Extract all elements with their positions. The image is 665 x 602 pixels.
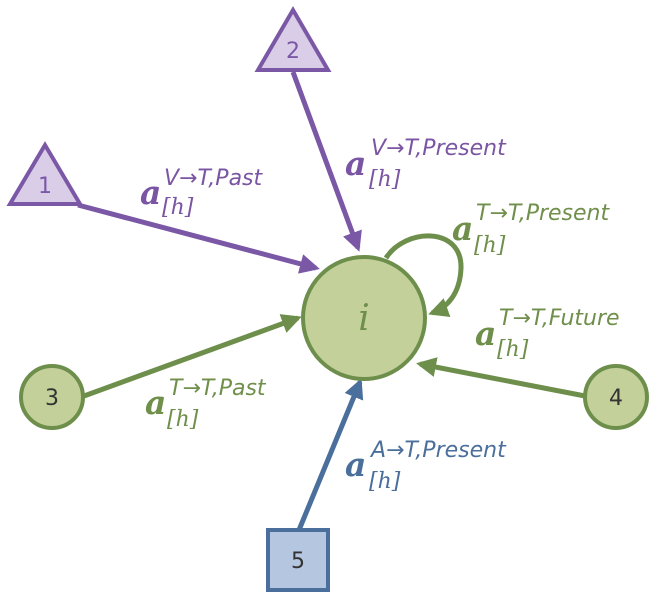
edge-label-self-sub: [h] — [474, 233, 506, 258]
edge-label-3-main: a — [145, 383, 166, 422]
node-3-circle — [19, 364, 85, 430]
edge-label-4-sup: T→T,Future — [499, 306, 620, 331]
edge-label-4-main: a — [475, 314, 496, 353]
edge-4-to-i — [416, 357, 586, 399]
edge-label-3: a T→T,Past [h] — [145, 376, 267, 432]
node-5-label: 5 — [291, 549, 305, 574]
edge-5-to-i — [296, 378, 364, 531]
node-1-label: 1 — [38, 174, 52, 199]
edge-label-3-sub: [h] — [167, 407, 199, 432]
node-5-square — [266, 528, 330, 592]
edge-2-to-i — [290, 71, 362, 252]
edge-label-1-sup: V→T,Past — [164, 166, 264, 191]
node-4-label: 4 — [609, 386, 623, 411]
edge-label-4-sub: [h] — [497, 337, 529, 362]
edge-label-1-main: a — [140, 173, 161, 212]
node-4-circle — [583, 364, 649, 430]
edge-label-self-main: a — [452, 209, 473, 248]
edge-label-2-sub: [h] — [369, 167, 401, 192]
edge-1-to-i — [77, 202, 320, 274]
center-node-label: i — [358, 298, 370, 339]
edge-label-1: a V→T,Past [h] — [140, 166, 264, 220]
edge-label-5-main: a — [345, 445, 366, 484]
edge-label-self: a T→T,Present [h] — [452, 201, 610, 258]
edge-label-5: a A→T,Present [h] — [345, 438, 507, 494]
node-3-label: 3 — [45, 386, 59, 411]
center-node — [301, 255, 427, 381]
node-1-triangle — [6, 141, 84, 206]
edge-label-1-sub: [h] — [162, 195, 194, 220]
edge-label-5-sub: [h] — [369, 469, 401, 494]
edge-label-self-sup: T→T,Present — [476, 201, 610, 226]
edge-label-3-sup: T→T,Past — [169, 376, 267, 401]
edge-3-to-i — [83, 314, 302, 399]
edge-label-2: a V→T,Present [h] — [345, 136, 507, 192]
edge-label-4: a T→T,Future [h] — [475, 306, 620, 362]
node-2-label: 2 — [286, 39, 300, 64]
edge-label-5-sup: A→T,Present — [369, 438, 507, 463]
edge-self-loop — [383, 233, 464, 318]
edge-label-2-main: a — [345, 144, 366, 183]
edge-label-2-sup: V→T,Present — [371, 136, 507, 161]
node-2-triangle — [254, 6, 332, 72]
